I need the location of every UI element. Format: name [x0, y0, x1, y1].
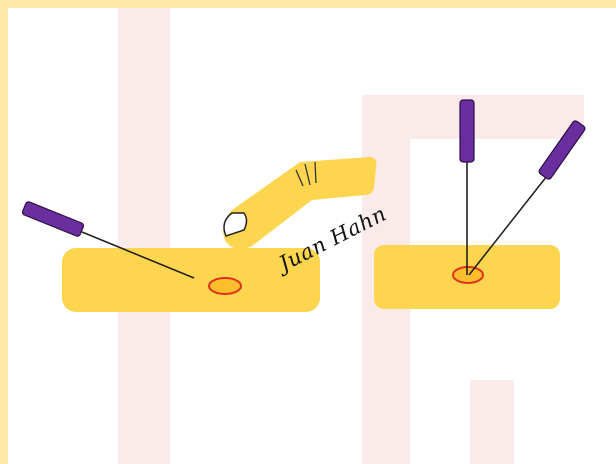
right-puncture-icon	[453, 267, 483, 283]
left-puncture-icon	[209, 278, 241, 294]
